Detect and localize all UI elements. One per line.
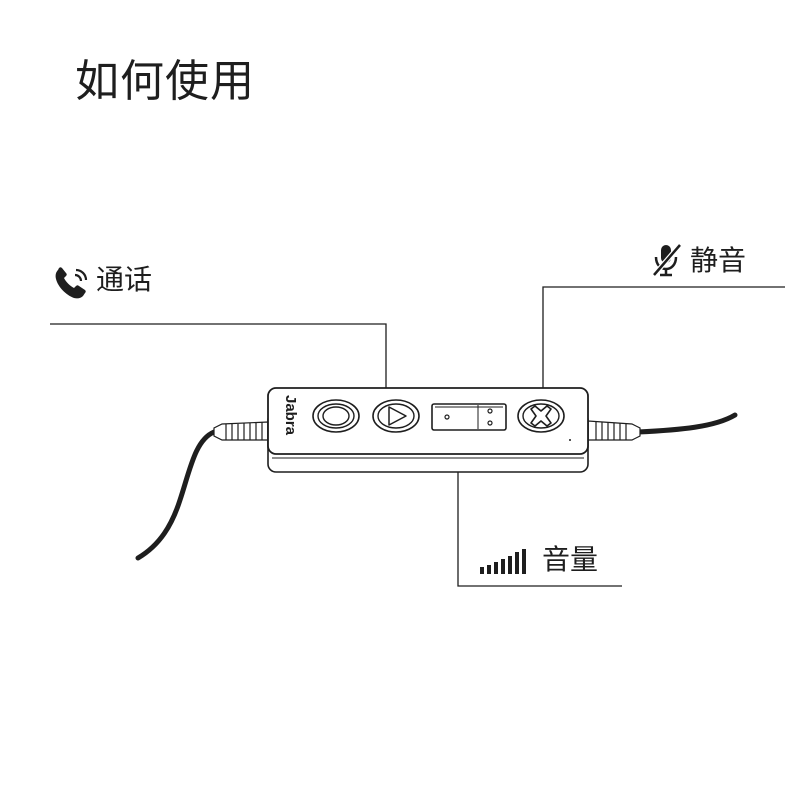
circle-button[interactable] bbox=[312, 399, 360, 433]
mute-label: 静音 bbox=[690, 244, 747, 277]
indicator-dot bbox=[569, 439, 571, 441]
brand-logo: Jabra bbox=[282, 395, 299, 436]
mute-button[interactable] bbox=[517, 399, 565, 433]
call-button[interactable] bbox=[372, 399, 420, 433]
call-label: 通话 bbox=[96, 263, 153, 296]
microphone-muted-icon bbox=[652, 243, 682, 277]
left-cable bbox=[135, 429, 217, 561]
volume-label: 音量 bbox=[542, 543, 599, 576]
volume-rocker[interactable] bbox=[431, 403, 507, 431]
volume-down-dot bbox=[444, 414, 450, 420]
page-title: 如何使用 bbox=[75, 56, 255, 107]
call-callout-line bbox=[50, 323, 387, 398]
signal-bars-icon bbox=[480, 549, 526, 574]
cross-icon bbox=[530, 405, 552, 427]
mute-callout-line bbox=[542, 286, 785, 398]
volume-up-dot-top bbox=[487, 408, 493, 414]
right-strain-relief bbox=[587, 420, 641, 441]
volume-callout-line bbox=[457, 423, 622, 587]
left-strain-relief bbox=[213, 421, 269, 441]
play-icon bbox=[388, 406, 407, 426]
phone-ringing-icon bbox=[55, 267, 88, 299]
right-cable bbox=[635, 412, 738, 435]
volume-up-dot-bottom bbox=[487, 420, 493, 426]
